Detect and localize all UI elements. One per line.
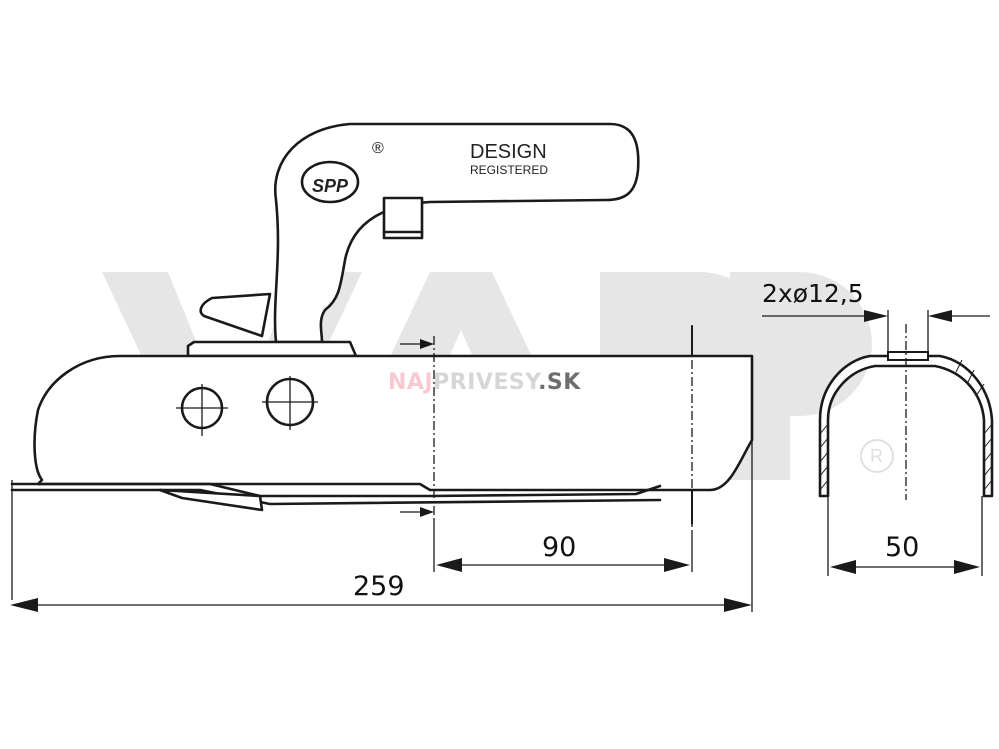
watermark-registered-icon	[860, 439, 894, 473]
cross-section: 2xø12,5 50	[762, 279, 994, 576]
design-label: DESIGN	[470, 141, 547, 163]
holes-dim-label: 2xø12,5	[762, 279, 864, 308]
brand-part-naj: NAJ	[388, 370, 434, 395]
registered-label: REGISTERED	[470, 163, 548, 177]
dim-50-label: 50	[885, 532, 919, 563]
coupling-body	[10, 340, 754, 600]
dimension-259: 259	[10, 356, 753, 612]
handle: SPP ® DESIGN REGISTERED	[199, 122, 640, 344]
dimension-90: 90	[400, 325, 693, 572]
brand-part-sk: .SK	[538, 370, 581, 395]
svg-text:R: R	[870, 446, 883, 466]
dim-259-label: 259	[353, 571, 405, 602]
registered-mark: ®	[372, 140, 384, 157]
brand-part-privesy: PRIVESY	[433, 370, 539, 395]
site-watermark: NAJPRIVESY.SK	[388, 370, 581, 395]
spp-logo: SPP	[312, 176, 349, 196]
hole-centerlines	[176, 376, 318, 436]
dim-90-label: 90	[542, 532, 576, 563]
